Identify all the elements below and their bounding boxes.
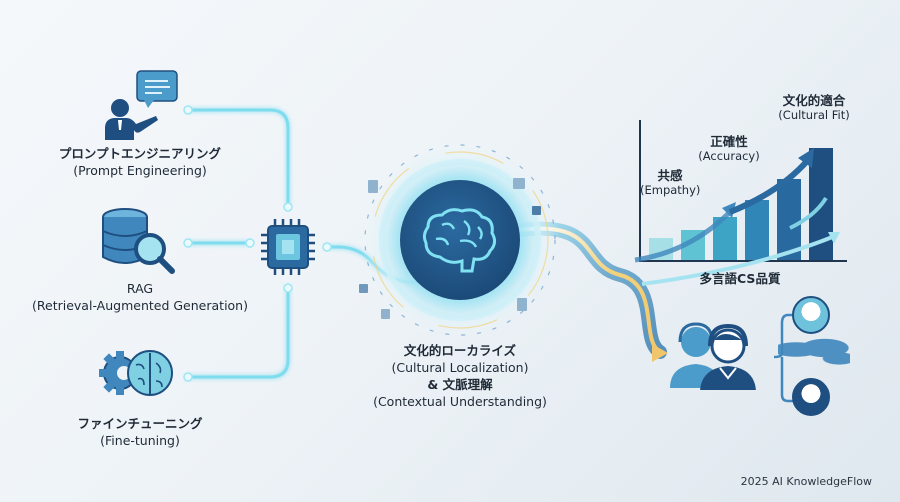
core-label: 文化的ローカライズ (Cultural Localization) & 文脈理解… [340,342,580,410]
core-line2: (Cultural Localization) [391,360,529,375]
chip-icon [261,219,315,275]
prompt-engineering-jp: プロンプトエンジニアリング [58,146,222,161]
annotation-empathy: 共感 (Empathy) [640,168,700,198]
chart-y-axis [639,120,641,262]
core-line1: 文化的ローカライズ [403,343,517,358]
prompt-engineering-en: (Prompt Engineering) [73,163,207,178]
customer-male-icon [792,378,830,416]
person-speech-icon [105,70,178,140]
gear-brain-icon [99,350,173,396]
input-rag-label: RAG (Retrieval-Augmented Generation) [10,280,270,314]
chart-x-axis [639,260,847,262]
document-icon [532,206,541,215]
world-map-icon [778,336,850,366]
empathy-jp: 共感 [657,168,683,183]
rag-en: (Retrieval-Augmented Generation) [32,298,248,313]
document-icon [513,178,525,189]
support-agents-icon [670,322,756,390]
annotation-cultural-fit: 文化的適合 (Cultural Fit) [772,93,856,123]
core-line3: & 文脈理解 [427,377,493,392]
chart-title: 多言語CS品質 [699,271,781,286]
chart-bar [777,179,801,260]
cultural-fit-en: (Cultural Fit) [778,108,850,122]
fine-tuning-jp: ファインチューニング [77,416,203,431]
annotation-accuracy: 正確性 (Accuracy) [694,134,764,164]
document-icon [381,309,390,319]
footer-credit: 2025 AI KnowledgeFlow [740,475,872,488]
document-icon [368,180,378,193]
document-icon [359,284,368,293]
cultural-fit-jp: 文化的適合 [782,93,846,108]
document-icon [517,298,527,311]
rag-title: RAG [126,281,154,296]
brain-icon [422,208,497,273]
core-line4: (Contextual Understanding) [373,394,547,409]
customer-female-icon [792,296,830,334]
trend-arrows [634,148,840,286]
chart-bar [745,200,769,260]
database-search-icon [102,208,175,274]
input-prompt-engineering-label: プロンプトエンジニアリング (Prompt Engineering) [20,145,260,179]
accuracy-jp: 正確性 [710,134,748,149]
accuracy-en: (Accuracy) [698,149,760,163]
fine-tuning-en: (Fine-tuning) [100,433,180,448]
empathy-en: (Empathy) [640,183,701,197]
input-fine-tuning-label: ファインチューニング (Fine-tuning) [20,415,260,449]
